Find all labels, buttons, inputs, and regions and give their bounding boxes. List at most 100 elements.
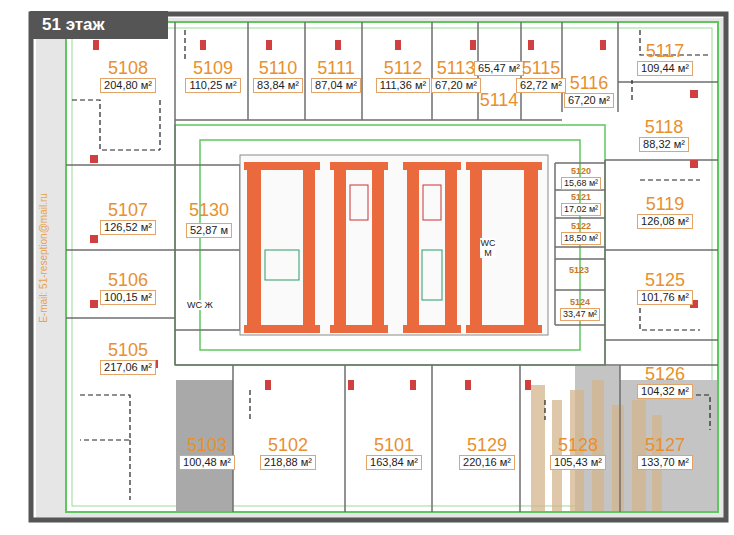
room: 5128105,43 м² — [550, 435, 606, 470]
walls — [66, 22, 718, 512]
dashed-partitions — [72, 30, 710, 500]
room: 5123 — [569, 265, 589, 276]
core-part — [466, 162, 542, 170]
structural-column-part — [690, 160, 698, 168]
room-area: 101,76 м² — [637, 290, 693, 305]
room-number: 5113 — [437, 58, 476, 78]
room-area: 100,15 м² — [100, 290, 156, 305]
room-number: 5108 — [108, 58, 148, 78]
walls-part — [304, 22, 306, 120]
room-number: 5126 — [645, 364, 685, 384]
room-area: 52,87 м — [186, 223, 232, 238]
structural-column-part — [90, 300, 98, 308]
room-number: 5109 — [193, 58, 233, 78]
walls-part — [554, 163, 556, 325]
room-area: 133,70 м² — [637, 455, 693, 470]
structural-column-part — [690, 90, 698, 98]
walls-part — [361, 22, 363, 120]
room-number: 5130 — [189, 200, 229, 220]
core-part — [334, 165, 346, 330]
core-part — [403, 162, 461, 170]
room-area: 87,04 м² — [311, 78, 361, 93]
frame — [31, 14, 726, 520]
dashed-partitions-part — [129, 440, 130, 500]
room-number: 5116 — [570, 73, 609, 93]
room-number: 5101 — [374, 435, 414, 455]
room: 511083,84 м² — [253, 58, 303, 93]
room: 5105217,06 м² — [100, 340, 156, 375]
room-area: 62,72 м² — [516, 78, 566, 93]
room: 5117109,44 м² — [637, 41, 693, 76]
room-number: 5122 — [571, 221, 591, 232]
core-part — [330, 325, 388, 333]
room-area: 218,88 м² — [260, 455, 316, 470]
walls-part — [66, 317, 175, 319]
building — [66, 22, 718, 512]
room: 5125101,76 м² — [637, 270, 693, 305]
walls-part — [519, 365, 521, 512]
core-part — [403, 325, 461, 333]
room-area: 18,50 м² — [561, 232, 601, 245]
room-number: 5102 — [268, 435, 308, 455]
walls-part — [66, 164, 175, 166]
frame-part — [31, 14, 726, 520]
core-part — [350, 185, 368, 220]
core-part — [247, 165, 261, 330]
structural-column-part — [265, 380, 271, 390]
dashed-partitions-part — [72, 100, 160, 150]
structural-column-part — [348, 380, 354, 390]
room: 5112111,36 м² — [376, 58, 430, 93]
core-part — [466, 325, 542, 333]
room-number: 5120 — [571, 166, 591, 177]
restroom-label: WC Ж — [186, 300, 214, 310]
structural-column-part — [465, 380, 471, 390]
room-area: 15,68 м² — [561, 177, 601, 190]
dashed-partitions-part — [184, 30, 185, 60]
building-part — [66, 22, 718, 512]
walls-part — [175, 329, 240, 331]
room-area: 204,80 м² — [100, 78, 156, 93]
room-number: 5115 — [522, 58, 561, 78]
core-part — [240, 155, 548, 335]
dashed-partitions-part — [680, 395, 710, 430]
room-area: 163,84 м² — [366, 455, 422, 470]
room: 5107126,52 м² — [100, 200, 156, 235]
room-area: 220,16 м² — [459, 455, 515, 470]
structural-column-part — [93, 40, 99, 50]
room: 511888,32 м² — [639, 117, 689, 152]
room-area: 83,84 м² — [253, 78, 303, 93]
room: 5130 52,87 м — [186, 200, 232, 238]
room-number: 5129 — [467, 435, 507, 455]
room-area: 67,20 м² — [564, 93, 614, 108]
room-area: 67,20 м² — [431, 78, 481, 93]
floor-title: 51 этаж — [30, 11, 168, 39]
walls-part — [175, 249, 240, 251]
structural-column-part — [410, 380, 416, 390]
shaded-area-part — [176, 380, 233, 511]
structural-column-part — [470, 40, 476, 50]
contact-email: E-mail: 51-reseption@mail.ru — [38, 193, 50, 323]
structural-column-part — [90, 155, 98, 163]
walls-part — [247, 22, 249, 120]
structural-column-part — [395, 40, 401, 50]
walls-part — [175, 164, 240, 166]
structural-column-part — [200, 40, 206, 50]
walls-part — [618, 81, 718, 83]
structural-column-part — [525, 380, 531, 390]
room-number: 5121 — [571, 192, 591, 203]
core-part — [265, 250, 299, 280]
room: 511667,20 м² — [564, 73, 614, 108]
dashed-partitions-part — [640, 179, 700, 180]
walls-part — [175, 364, 718, 366]
room-area: 104,32 м² — [637, 384, 693, 399]
room-number: 5112 — [384, 58, 423, 78]
corridor-part — [200, 140, 580, 350]
room: 511562,72 м² — [516, 58, 566, 93]
structural-column-part — [335, 40, 341, 50]
walls-part — [431, 22, 433, 120]
shaded-area-part — [612, 405, 624, 511]
room-area: 65,47 м² — [474, 61, 524, 76]
corridor-part — [175, 125, 605, 365]
walls-part — [66, 249, 175, 251]
